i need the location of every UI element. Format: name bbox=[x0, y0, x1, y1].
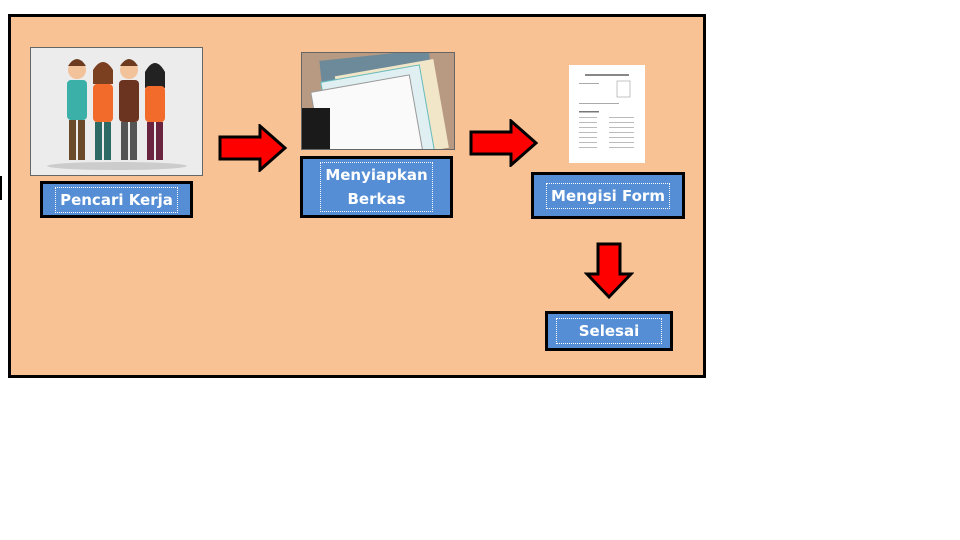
step-selesai: Selesai bbox=[545, 311, 673, 351]
step-label: Pencari Kerja bbox=[55, 186, 178, 213]
step-label: Mengisi Form bbox=[546, 182, 670, 209]
down-arrow-icon bbox=[584, 242, 634, 300]
left-edge-mark bbox=[0, 176, 2, 200]
documents-image bbox=[301, 52, 455, 150]
step-label-line1: Menyiapkan bbox=[325, 166, 428, 184]
step-label-line2: Berkas bbox=[347, 190, 406, 208]
step-label: Selesai bbox=[555, 318, 663, 344]
right-arrow-icon bbox=[469, 119, 539, 167]
step-pencari-kerja: Pencari Kerja bbox=[40, 181, 193, 218]
job-seekers-image bbox=[30, 47, 203, 176]
form-image bbox=[569, 65, 645, 163]
right-arrow-icon bbox=[218, 124, 288, 172]
step-mengisi-form: Mengisi Form bbox=[531, 172, 685, 219]
